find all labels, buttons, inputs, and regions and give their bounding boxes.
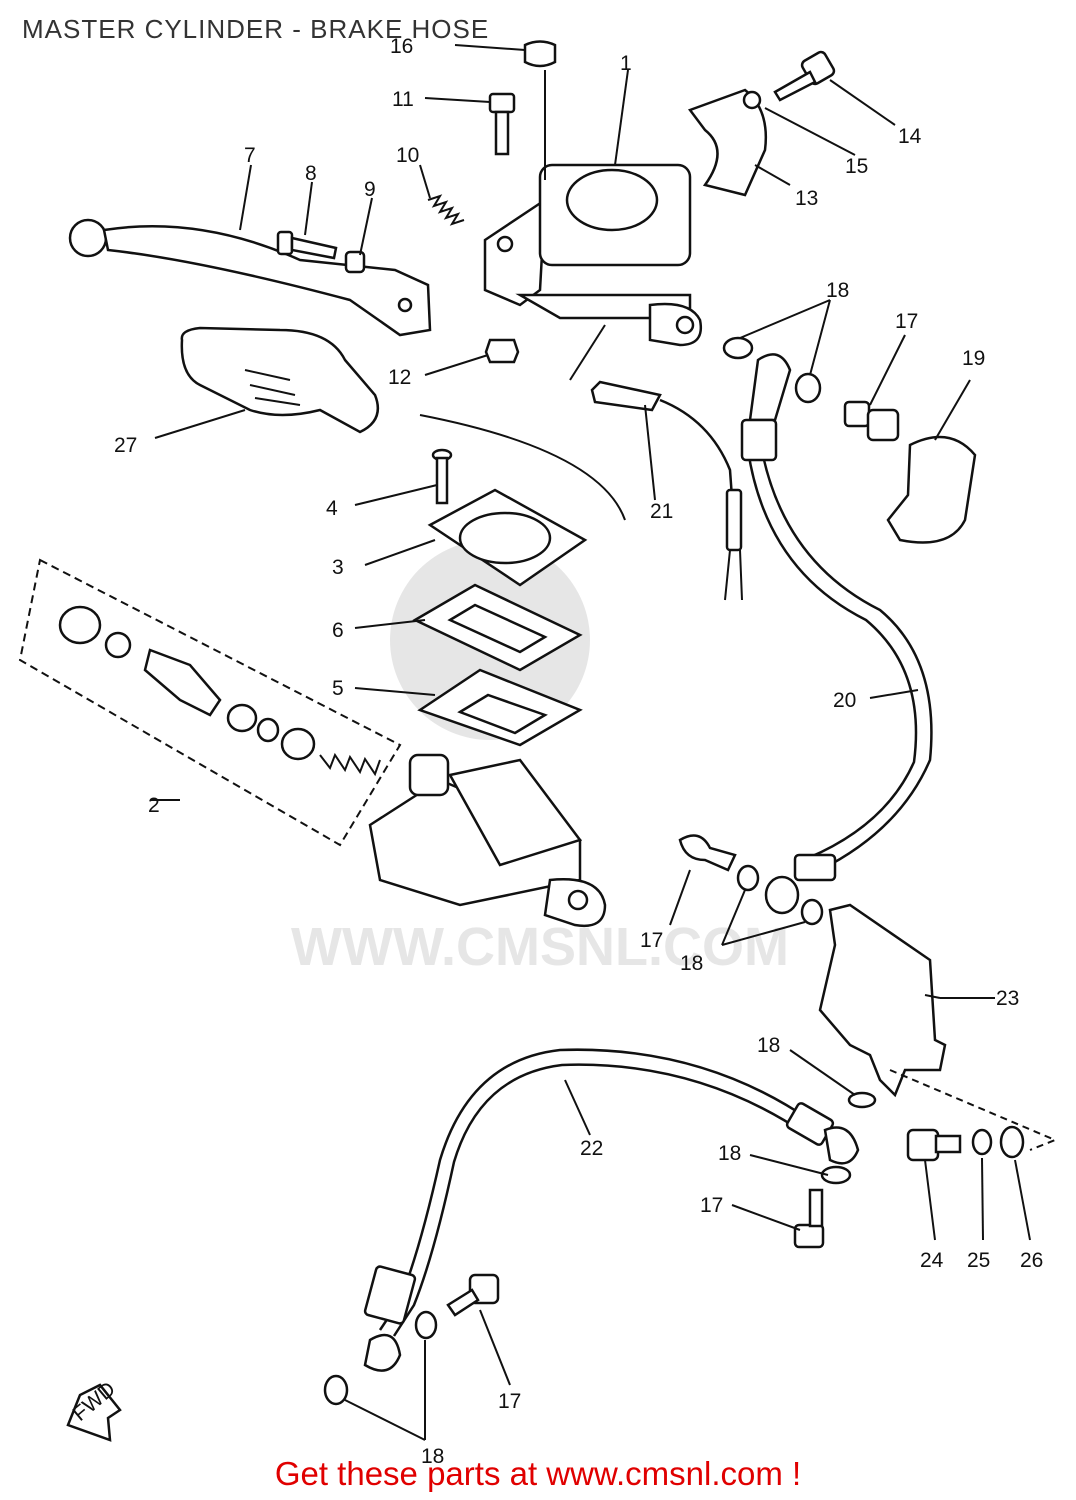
lever-nut: [344, 250, 366, 274]
watermark-text: WWW.CMSNL.COM: [291, 917, 789, 977]
union-bolt-upper: [843, 400, 900, 442]
banjo-fitting-upper: [722, 336, 822, 462]
piston-kit: [18, 558, 402, 847]
callout-8: 8: [305, 162, 317, 185]
callout-18-lower-a: 18: [757, 1034, 780, 1057]
callout-17-middle: 17: [640, 929, 663, 952]
callout-12: 12: [388, 366, 411, 389]
brake-switch: [590, 380, 743, 601]
guide-line: [889, 1069, 1058, 1151]
clamp-bolt: [773, 50, 836, 102]
callout-10: 10: [396, 144, 419, 167]
nut: [484, 338, 520, 364]
callout-16: 16: [390, 35, 413, 58]
lever-pivot-bolt: [276, 230, 338, 260]
callout-18-bottom: 18: [421, 1445, 444, 1468]
callout-23: 23: [996, 987, 1019, 1010]
callout-6: 6: [332, 619, 344, 642]
banjo-fitting-lower-right: [785, 1102, 860, 1165]
callout-labels: 1 2 3 4 5 6 7 8 9 10 11 12 13 14 15 16 1…: [114, 35, 1043, 1468]
callout-25: 25: [967, 1249, 990, 1272]
diagram-title: MASTER CYLINDER - BRAKE HOSE: [22, 14, 490, 44]
union-bolt-middle: [678, 834, 737, 872]
washer-lower-b: [820, 1165, 852, 1185]
washer-25: [971, 1128, 993, 1156]
callout-17-lower-right: 17: [700, 1194, 723, 1217]
callout-22: 22: [580, 1137, 603, 1160]
brake-hose-lower: [378, 1048, 811, 1331]
callout-21: 21: [650, 500, 673, 523]
callout-17-top: 17: [895, 310, 918, 333]
master-cylinder-assembly: [483, 163, 703, 347]
footer-link-text[interactable]: Get these parts at www.cmsnl.com !: [274, 1455, 802, 1492]
callout-26: 26: [1020, 1249, 1043, 1272]
callout-13: 13: [795, 187, 818, 210]
callout-24: 24: [920, 1249, 944, 1272]
arrow-line: [569, 324, 606, 381]
banjo-middle: [764, 875, 800, 915]
callout-7: 7: [244, 144, 256, 167]
clamp-washer: [742, 90, 762, 110]
callout-4: 4: [326, 497, 338, 520]
diaphragm-assembly: [412, 488, 588, 747]
fwd-arrow: FWD: [66, 1377, 122, 1442]
washer-26: [999, 1125, 1025, 1159]
spring: [427, 194, 465, 226]
rubber-cap: [886, 435, 977, 544]
callout-17-lower-left: 17: [498, 1390, 521, 1413]
callout-18-middle: 18: [680, 952, 703, 975]
master-cylinder-body: [368, 753, 607, 928]
brake-hose-upper: [758, 439, 933, 872]
callout-15: 15: [845, 155, 868, 178]
leader-lines: [150, 44, 1031, 1441]
callout-18-lower-b: 18: [718, 1142, 741, 1165]
washer-lower-d: [323, 1374, 349, 1406]
callout-9: 9: [364, 178, 376, 201]
bolt-24: [906, 1128, 940, 1162]
callout-20: 20: [833, 689, 856, 712]
callout-1: 1: [620, 52, 632, 75]
washer-lower-c: [414, 1310, 438, 1340]
mount-bolt: [488, 92, 516, 156]
callout-5: 5: [332, 677, 344, 700]
brake-hose-joint: [818, 903, 947, 1098]
banjo-fitting-lower-left: [363, 1265, 417, 1372]
callout-11: 11: [392, 88, 414, 111]
union-bolt-lower-right: [793, 1188, 825, 1249]
callout-14: 14: [898, 125, 922, 148]
callout-27: 27: [114, 434, 137, 457]
callout-3: 3: [332, 556, 344, 579]
callout-19: 19: [962, 347, 985, 370]
washer-middle-b: [800, 898, 824, 926]
hose-fitting-middle: [793, 853, 837, 882]
washer-middle-a: [736, 864, 760, 892]
callout-2: 2: [148, 794, 160, 817]
bracket-outline: [419, 414, 626, 521]
brake-lever: [68, 218, 432, 337]
washer-lower-a: [847, 1091, 877, 1109]
cap: [523, 40, 557, 68]
brake-light-switch-boot: [180, 326, 380, 434]
callout-18-top: 18: [826, 279, 849, 302]
union-bolt-lower-left: [446, 1273, 500, 1317]
diaphragm-screw: [431, 448, 453, 505]
